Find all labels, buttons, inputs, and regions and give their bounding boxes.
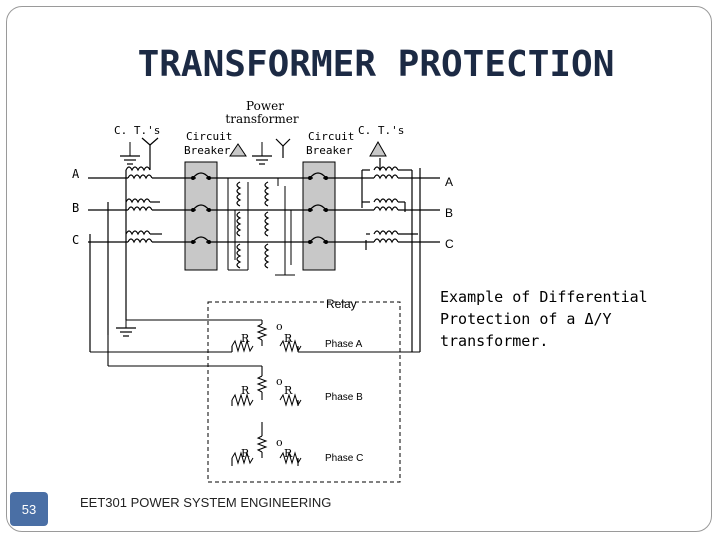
page-number-badge: 53 — [10, 492, 48, 526]
relay-box — [207, 301, 401, 483]
relay-wiring — [90, 319, 420, 466]
wye-winding-icon — [275, 138, 291, 158]
breaker-right-label-line2: Breaker — [306, 144, 353, 157]
right-ct-label: C. T.'s — [358, 124, 404, 137]
breaker-right-label-line1: Circuit — [308, 130, 354, 143]
right-ct-delta-icon — [369, 140, 387, 157]
relay-label: Relay — [326, 297, 357, 311]
left-ct-secondaries — [89, 158, 162, 352]
relay-c-operate: o — [276, 436, 283, 449]
left-ct-label: C. T.'s — [114, 124, 160, 137]
left-ct-ground-icon — [119, 142, 141, 165]
slide-frame — [6, 6, 712, 532]
relay-c-restraint-right: R — [284, 447, 293, 460]
relay-a-operate: o — [276, 320, 283, 333]
relay-b-restraint-left: R — [241, 384, 250, 397]
relay-b-operate: o — [276, 375, 283, 388]
relay-b-phase: Phase B — [325, 392, 363, 403]
relay-b-restraint-right: R — [284, 384, 293, 397]
circuit-breaker-left — [184, 161, 218, 271]
relay-a-restraint-left: R — [241, 332, 250, 345]
footer-text: EET301 POWER SYSTEM ENGINEERING — [80, 495, 332, 510]
wye-ground-icon — [251, 142, 273, 165]
relay-a-phase: Phase A — [325, 339, 363, 350]
breaker-left-label-line1: Circuit — [186, 130, 232, 143]
right-ct-secondaries — [361, 158, 421, 352]
phase-label-right-c: C — [445, 237, 454, 251]
left-ct-wye-icon — [141, 137, 159, 158]
power-transformer-label-line1: Power — [246, 99, 284, 113]
relay-c-restraint-left: R — [241, 447, 250, 460]
circuit-breaker-right — [302, 161, 336, 271]
phase-label-left-a: A — [72, 167, 80, 181]
slide-title: TRANSFORMER PROTECTION — [137, 44, 615, 85]
phase-label-right-b: B — [445, 206, 453, 220]
phase-label-right-a: A — [445, 175, 453, 189]
relay-c-phase: Phase C — [325, 453, 363, 464]
phase-label-left-b: B — [72, 201, 79, 215]
delta-winding-icon — [229, 143, 247, 157]
relay-ground-icon — [115, 320, 137, 337]
diagram-caption: Example of Differential Protection of a … — [440, 288, 648, 350]
transformer-windings — [227, 178, 295, 276]
phase-label-left-c: C — [72, 233, 79, 247]
relay-a-restraint-right: R — [284, 332, 293, 345]
breaker-left-label-line2: Breaker — [184, 144, 231, 157]
power-transformer-label-line2: transformer — [225, 112, 298, 126]
